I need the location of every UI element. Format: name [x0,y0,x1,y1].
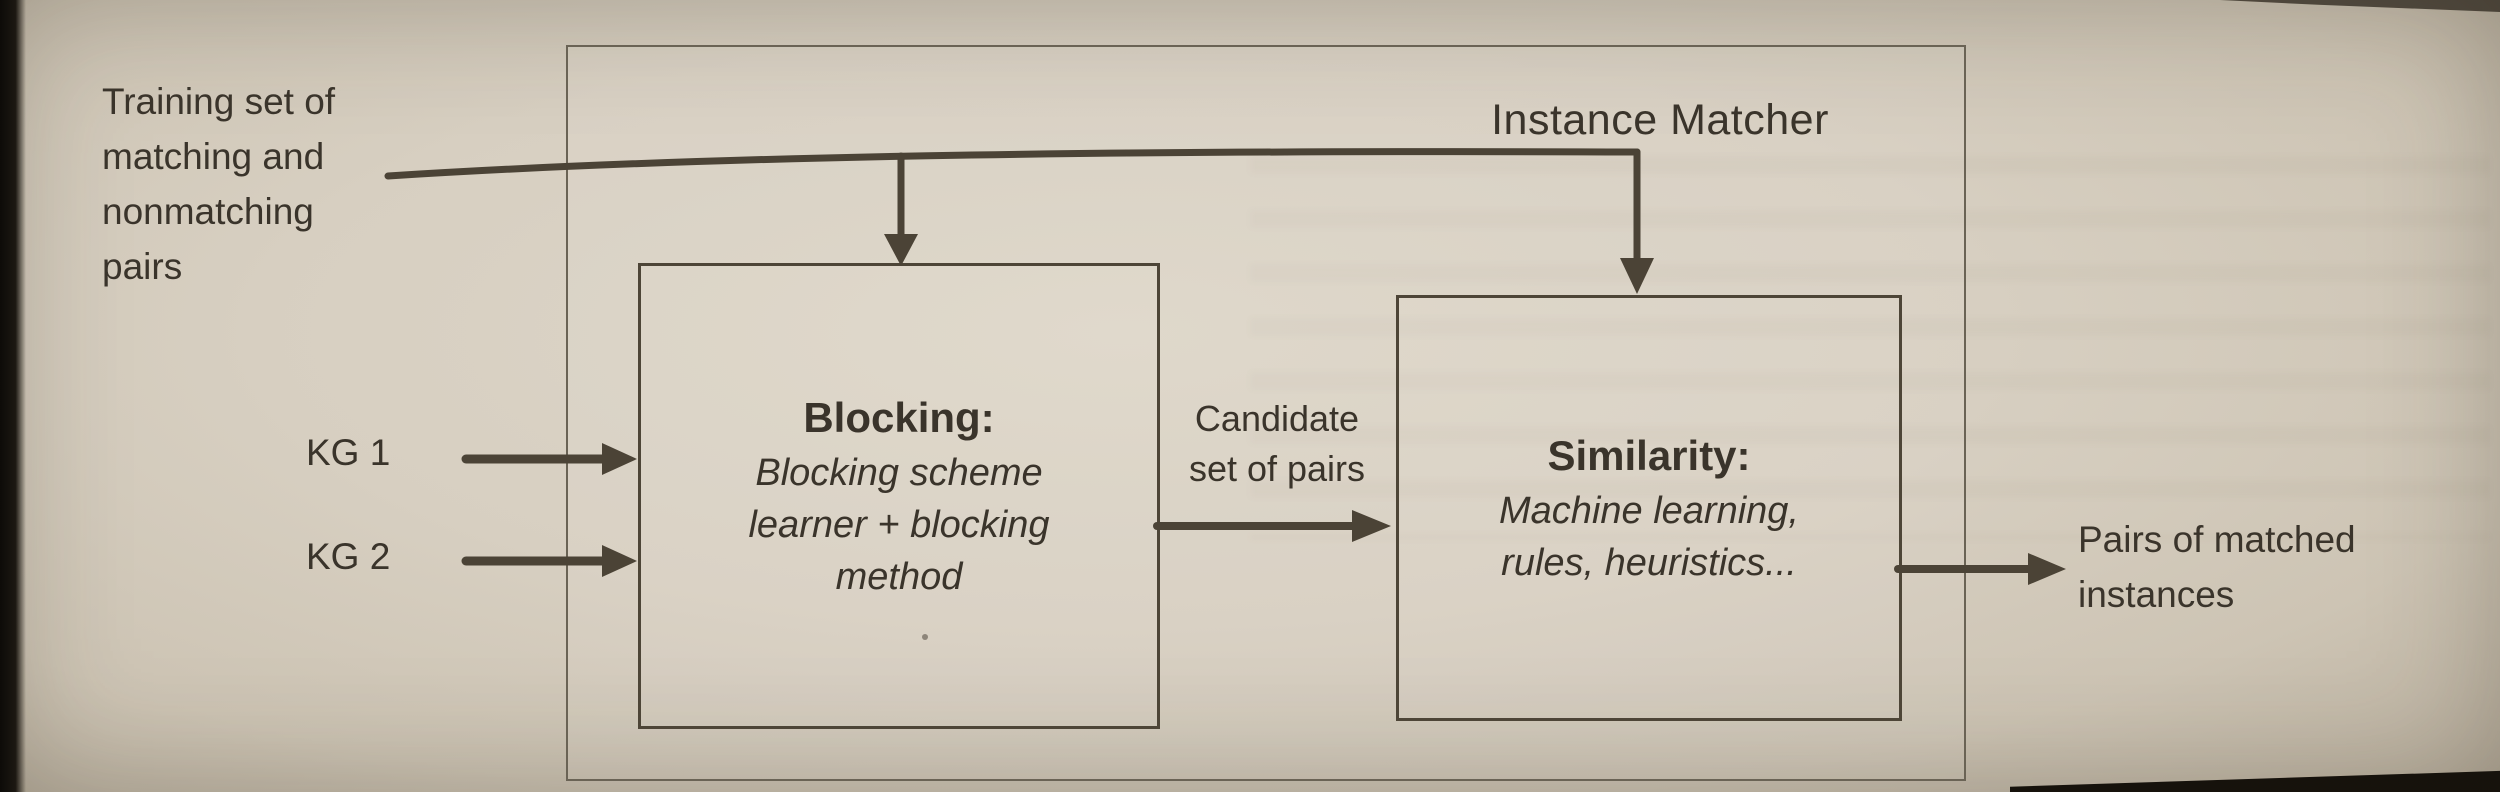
instance-matcher-title: Instance Matcher [1491,96,1829,144]
similarity-desc-line: rules, heuristics... [1501,542,1797,584]
arrowhead-right-icon [2028,553,2066,585]
training-set-line: nonmatching [102,191,314,232]
matched-instances-line: Pairs of matched [2078,519,2356,560]
training-set-line: Training set of [102,81,336,122]
scan-top-right-edge [2220,0,2500,12]
kg2-label: KG 2 [306,536,391,577]
scan-bottom-edge [2010,770,2500,792]
candidate-pairs-label: Candidate set of pairs [1156,394,1398,494]
candidate-pairs-line: Candidate [1194,398,1360,439]
similarity-box: Similarity: Machine learning, rules, heu… [1396,295,1902,721]
blocking-title: Blocking: [803,394,995,441]
blocking-box: Blocking: Blocking scheme learner + bloc… [638,263,1160,729]
blocking-desc-line: Blocking scheme [755,452,1043,494]
training-set-line: matching and [102,136,325,177]
scan-left-edge [0,0,26,792]
training-set-line: pairs [102,246,183,287]
blocking-desc-line: method [835,556,963,598]
page-bleed-through [1250,120,2490,540]
kg1-label: KG 1 [306,432,391,473]
training-set-label: Training set of matching and nonmatching… [102,74,462,294]
candidate-pairs-line: set of pairs [1188,448,1366,489]
blocking-desc-line: learner + blocking [748,504,1050,546]
matched-instances-label: Pairs of matched instances [2078,512,2498,622]
similarity-title: Similarity: [1547,432,1751,479]
similarity-desc-line: Machine learning, [1499,490,1799,532]
matched-instances-line: instances [2078,574,2235,615]
scan-speck [922,634,928,640]
